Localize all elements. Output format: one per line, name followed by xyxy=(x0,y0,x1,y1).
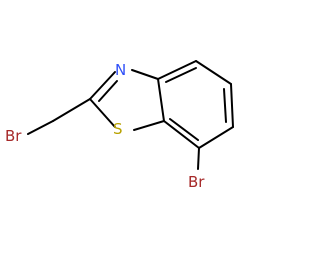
bond-c4-c5 xyxy=(195,60,232,85)
bond-ch2-br xyxy=(27,120,54,135)
bond-c3a-c4 xyxy=(157,60,197,80)
sulfur-atom-label: S xyxy=(113,120,123,138)
bond-c7-c7a-inner xyxy=(169,118,199,141)
bond-c5-c6 xyxy=(230,83,234,128)
bond-c2-n3-double xyxy=(98,80,118,102)
bond-c3a-c7a xyxy=(157,78,165,122)
molecule-canvas: N S Br Br xyxy=(5,60,234,191)
molecule-structure: N S Br Br xyxy=(5,60,234,191)
bonds xyxy=(27,60,234,170)
bond-c2-n3 xyxy=(89,71,116,100)
bond-s1-c2 xyxy=(89,98,116,128)
bond-c5-c6-inner xyxy=(223,88,227,123)
bond-n3-c3a xyxy=(131,69,159,80)
ring-bromine-atom-label: Br xyxy=(188,173,205,191)
methyl-bromine-atom-label: Br xyxy=(5,127,22,145)
bond-c7a-s1 xyxy=(133,120,165,131)
nitrogen-atom-label: N xyxy=(115,61,126,79)
bond-c7-c7a xyxy=(163,120,200,149)
bond-c2-ch2 xyxy=(52,98,91,122)
bond-c7-br xyxy=(197,147,200,170)
bond-c3a-c4-inner xyxy=(165,67,197,83)
bond-c6-c7 xyxy=(198,126,234,149)
